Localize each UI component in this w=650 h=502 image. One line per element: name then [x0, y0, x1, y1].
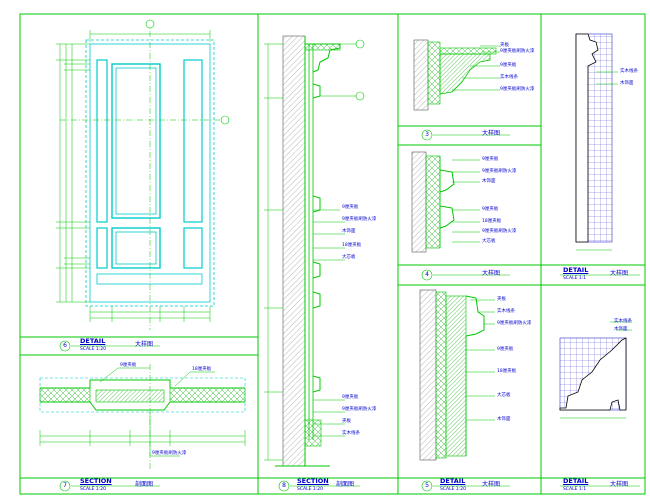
- scale-detail-6: SCALE 1:20: [80, 347, 106, 352]
- door-plan-section: [39, 364, 246, 470]
- callout-sec-9: 实木线条: [342, 431, 360, 436]
- callout-d3-5: 9厘夹板刷防火漆: [500, 87, 535, 92]
- callout-sec-4: 18厘夹板: [342, 243, 362, 248]
- scale-section-8: SCALE 1:20: [297, 487, 323, 492]
- title-detail-11: DETAIL: [563, 266, 589, 274]
- callout-d5-2: 实木线条: [497, 309, 515, 314]
- title-detail-5: DETAIL: [440, 477, 466, 485]
- profile-grid-1: [575, 33, 618, 251]
- callout-d5-3: 9厘夹板刷防火漆: [497, 321, 532, 326]
- callout-g1-1: 实木线条: [620, 69, 638, 74]
- callout-d4-2: 9厘夹板刷防火漆: [482, 169, 517, 174]
- sheet-frame: [19, 13, 646, 495]
- callout-g1-2: 木饰面: [620, 81, 634, 86]
- callout-sec-7: 9厘夹板刷防火漆: [342, 407, 377, 412]
- title-detail-6: DETAIL: [80, 337, 106, 345]
- title-num-5: 5: [425, 482, 429, 489]
- detail-base: [419, 289, 495, 461]
- title-num-3: 3: [425, 131, 429, 138]
- callout-d4-4: 9厘夹板: [482, 207, 499, 212]
- callout-d3-3: 9厘夹板: [500, 63, 517, 68]
- callout-g2-1: 实木线条: [614, 319, 632, 324]
- callout-d5-7: 木饰面: [497, 417, 511, 422]
- door-elevation: [56, 19, 230, 330]
- callout-d4-6: 9厘夹板刷防火漆: [482, 229, 517, 234]
- callout-sec-8: 夹板: [342, 419, 351, 424]
- callout-d4-7: 大芯板: [482, 239, 496, 244]
- callout-sec-3: 木饰面: [342, 229, 356, 234]
- title-num-6: 6: [63, 342, 67, 349]
- callout-d4-1: 9厘夹板: [482, 157, 499, 162]
- callout-d5-4: 9厘夹板: [497, 347, 514, 352]
- callout-d3-1: 夹板: [500, 43, 509, 48]
- note-detail-12: 大样图: [610, 481, 629, 488]
- note-detail-5: 大样图: [482, 481, 501, 488]
- detail-cornice: [413, 39, 500, 111]
- title-markers: [59, 129, 433, 492]
- scale-section-7: SCALE 1:20: [80, 487, 106, 492]
- note-detail-4: 大样图: [482, 270, 501, 277]
- scale-detail-5: SCALE 1:20: [440, 487, 466, 492]
- callout-d4-5: 18厘夹板: [482, 219, 502, 224]
- note-detail-3: 大样图: [482, 130, 501, 137]
- title-section-8: SECTION: [297, 477, 329, 485]
- note-detail-11: 大样图: [610, 270, 629, 277]
- scale-detail-11: SCALE 1:1: [563, 276, 587, 281]
- callout-plan-1: 9厘夹板: [120, 363, 137, 368]
- callout-sec-5: 大芯板: [342, 255, 356, 260]
- callout-g2-2: 木饰面: [614, 327, 628, 332]
- note-section-7: 剖面图: [135, 481, 154, 488]
- scale-detail-12: SCALE 1:1: [563, 487, 587, 492]
- title-section-7: SECTION: [80, 477, 112, 485]
- profile-grid-2: [559, 321, 632, 419]
- callout-plan-2: 18厘夹板: [192, 367, 212, 372]
- callout-d5-6: 大芯板: [497, 393, 511, 398]
- callout-d3-2: 9厘夹板刷防火漆: [500, 49, 535, 54]
- title-num-8: 8: [282, 482, 286, 489]
- title-num-4: 4: [425, 271, 429, 278]
- callout-d5-5: 18厘夹板: [497, 369, 517, 374]
- door-long-section: [264, 35, 365, 467]
- callout-plan-3: 9厘夹板刷防火漆: [152, 451, 187, 456]
- detail-panel-moulding: [411, 151, 480, 253]
- title-num-7: 7: [63, 482, 67, 489]
- title-detail-12: DETAIL: [563, 477, 589, 485]
- callout-sec-6: 9厘夹板: [342, 395, 359, 400]
- callout-sec-1: 9厘夹板: [342, 205, 359, 210]
- note-detail-6: 大样图: [135, 341, 154, 348]
- callout-d4-3: 木饰面: [482, 179, 496, 184]
- callout-d5-1: 夹板: [497, 297, 506, 302]
- callout-d3-4: 实木线条: [500, 75, 518, 80]
- note-section-8: 剖面图: [336, 481, 355, 488]
- callout-sec-2: 9厘夹板刷防火漆: [342, 217, 377, 222]
